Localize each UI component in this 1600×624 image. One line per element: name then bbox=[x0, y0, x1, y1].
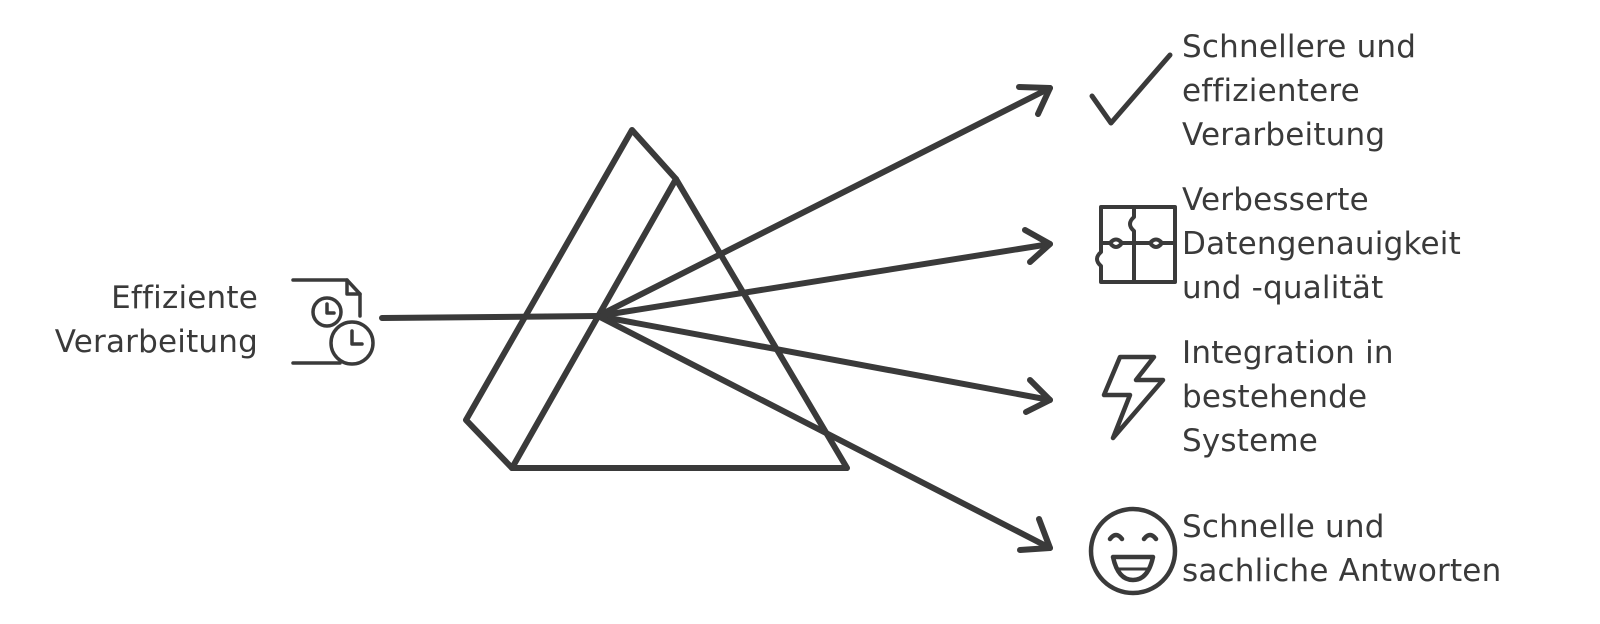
lightning-icon bbox=[1101, 354, 1166, 441]
ray-4 bbox=[595, 313, 1053, 551]
output-label-line: und -qualität bbox=[1182, 270, 1384, 306]
ray-4-arrowhead bbox=[1017, 516, 1053, 553]
smiley-icon bbox=[1088, 506, 1178, 596]
output-label-line: sachliche Antworten bbox=[1182, 553, 1502, 589]
output-label-4: Schnelle und sachliche Antworten bbox=[1182, 505, 1501, 593]
ray-3 bbox=[595, 313, 1053, 403]
output-label-1: Schnellere und effizientere Verarbeitung bbox=[1182, 25, 1416, 157]
output-label-line: bestehende bbox=[1182, 379, 1368, 415]
input-beam bbox=[379, 313, 601, 321]
input-label: Effiziente Verarbeitung bbox=[0, 276, 258, 364]
output-label-line: Schnellere und bbox=[1182, 29, 1417, 65]
output-label-line: Datengenauigkeit bbox=[1182, 226, 1461, 262]
output-label-3: Integration in bestehende Systeme bbox=[1182, 331, 1394, 463]
ray-1 bbox=[595, 85, 1053, 319]
output-label-line: Verbesserte bbox=[1182, 182, 1369, 218]
output-label-2: Verbesserte Datengenauigkeit und -qualit… bbox=[1182, 178, 1461, 310]
prism-back-face bbox=[463, 127, 850, 471]
prism bbox=[463, 127, 850, 471]
output-label-line: Schnelle und bbox=[1182, 509, 1385, 545]
input-label-line: Verarbeitung bbox=[54, 324, 258, 360]
ray-2-arrowhead bbox=[1022, 227, 1053, 265]
ray-2 bbox=[595, 241, 1053, 319]
output-label-line: effizientere bbox=[1182, 73, 1360, 109]
prism-front-edge bbox=[509, 176, 679, 471]
document-clock-icon bbox=[291, 278, 375, 366]
output-label-line: Integration in bbox=[1182, 335, 1394, 371]
ray-1-arrowhead bbox=[1016, 84, 1053, 117]
output-label-line: Systeme bbox=[1182, 423, 1319, 459]
puzzle-icon bbox=[1095, 205, 1177, 284]
ray-3-arrowhead bbox=[1023, 377, 1053, 415]
checkmark-icon bbox=[1089, 52, 1173, 126]
input-label-line: Effiziente bbox=[111, 280, 258, 316]
output-label-line: Verarbeitung bbox=[1182, 117, 1386, 153]
